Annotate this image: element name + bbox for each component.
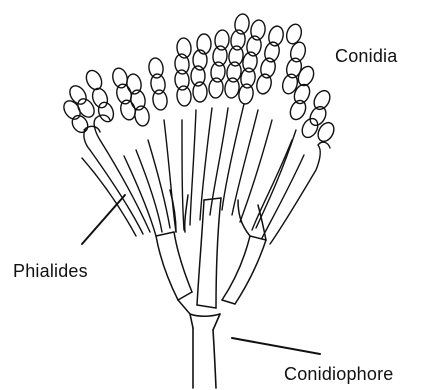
phialides-leader-line [82,195,125,244]
conidiophore-stalk [190,314,220,388]
conidiophore-label: Conidiophore [284,365,393,383]
phialides-label: Phialides [13,262,88,280]
conidia-label: Conidia [335,47,397,65]
conidiophore-leader-line [232,338,320,354]
conidia-chains [61,13,338,144]
leader-lines [82,195,320,354]
phialides [82,104,330,244]
